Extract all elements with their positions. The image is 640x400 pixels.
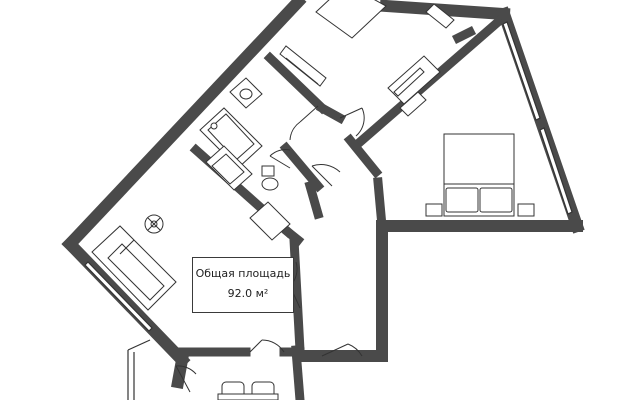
top-room-bed <box>315 0 387 39</box>
washbasin <box>229 77 263 109</box>
bathtub <box>199 107 263 169</box>
round-table <box>144 214 164 234</box>
top-room-desk <box>387 3 455 117</box>
toilet <box>261 165 279 191</box>
wardrobe <box>279 45 327 87</box>
bottom-chairs <box>217 381 279 400</box>
windows <box>84 21 573 400</box>
total-area-label: Общая площадь <box>195 267 291 280</box>
sofa <box>91 225 177 311</box>
total-area-value: 92.0 м² <box>227 287 269 300</box>
kitchen-counter <box>205 145 291 241</box>
doors <box>175 105 365 393</box>
total-area-box: Общая площадь 92.0 м² <box>192 257 294 313</box>
furniture <box>91 0 535 400</box>
double-bed <box>425 133 535 217</box>
